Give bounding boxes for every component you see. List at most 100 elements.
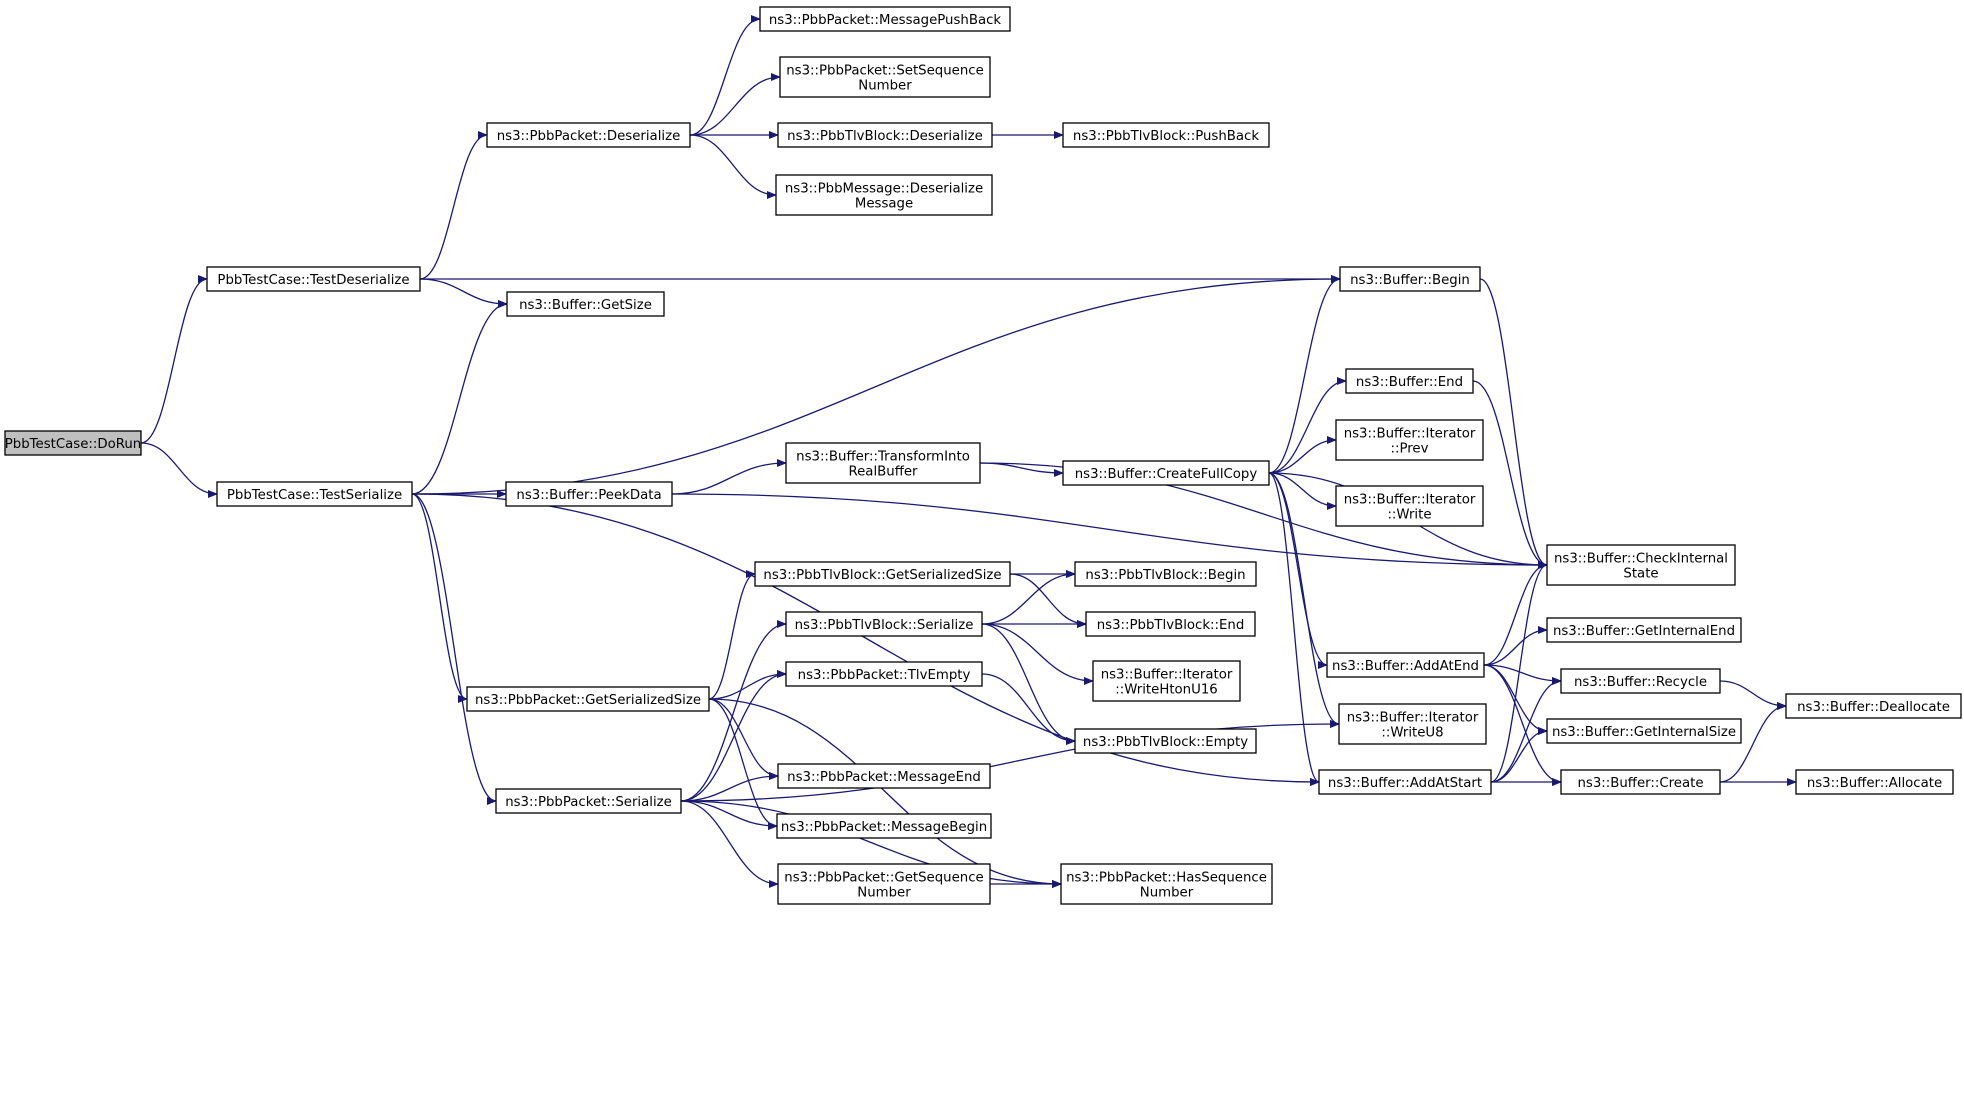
edge-tlvser-to-tlvbegin xyxy=(981,570,1076,625)
node-bufcopy[interactable]: ns3::Buffer::CreateFullCopy xyxy=(1062,460,1270,486)
node-addatend[interactable]: ns3::Buffer::AddAtEnd xyxy=(1326,652,1485,678)
node-label: ns3::PbbPacket::HasSequence xyxy=(1066,871,1267,886)
node-label: Number xyxy=(857,886,911,901)
node-tlvempty[interactable]: ns3::PbbTlvBlock::Empty xyxy=(1074,728,1257,754)
node-testdeser[interactable]: PbbTestCase::TestDeserialize xyxy=(206,266,421,292)
edge-addatend-to-create xyxy=(1483,664,1562,786)
node-box xyxy=(1335,485,1484,527)
node-box xyxy=(1085,611,1256,637)
node-label: ns3::PbbPacket::SetSequence xyxy=(786,64,984,79)
node-tlvser[interactable]: ns3::PbbTlvBlock::Serialize xyxy=(785,611,983,637)
node-addatstart[interactable]: ns3::Buffer::AddAtStart xyxy=(1318,769,1492,795)
node-box xyxy=(785,611,983,637)
node-itwrite[interactable]: ns3::Buffer::Iterator::Write xyxy=(1335,485,1484,527)
node-bufpeek[interactable]: ns3::Buffer::PeekData xyxy=(505,481,673,507)
node-tlvgetsize[interactable]: ns3::PbbTlvBlock::GetSerializedSize xyxy=(754,561,1011,587)
node-box xyxy=(777,863,991,905)
node-bufend[interactable]: ns3::Buffer::End xyxy=(1345,368,1474,394)
edge-pktser-to-pkttlvempty xyxy=(680,670,787,802)
node-bufbegin[interactable]: ns3::Buffer::Begin xyxy=(1339,266,1481,292)
edge-pktgetsize-to-pkttlvempty xyxy=(708,670,787,700)
node-itwriteu8[interactable]: ns3::Buffer::Iterator::WriteU8 xyxy=(1338,703,1487,745)
node-pktgetsize[interactable]: ns3::PbbPacket::GetSerializedSize xyxy=(466,686,710,712)
node-tlvpush[interactable]: ns3::PbbTlvBlock::PushBack xyxy=(1062,122,1270,148)
node-label: ns3::PbbTlvBlock::Serialize xyxy=(795,618,974,633)
node-label: Number xyxy=(1140,886,1194,901)
node-label: ns3::Buffer::Begin xyxy=(1350,273,1470,288)
node-getintend[interactable]: ns3::Buffer::GetInternalEnd xyxy=(1546,617,1742,643)
node-label: ns3::PbbMessage::Deserialize xyxy=(785,182,983,197)
node-recycle[interactable]: ns3::Buffer::Recycle xyxy=(1560,668,1721,694)
node-label: ns3::Buffer::CheckInternal xyxy=(1554,552,1728,567)
node-box xyxy=(206,266,421,292)
node-label: ns3::PbbTlvBlock::PushBack xyxy=(1073,129,1259,144)
node-dealloc[interactable]: ns3::Buffer::Deallocate xyxy=(1785,693,1962,719)
node-itprev[interactable]: ns3::Buffer::Iterator::Prev xyxy=(1335,419,1484,461)
edge-addatstart-to-recycle xyxy=(1490,677,1562,783)
edge-bufcopy-to-bufend xyxy=(1268,377,1347,474)
node-tlvbegin[interactable]: ns3::PbbTlvBlock::Begin xyxy=(1074,561,1257,587)
edge-pktgetsize-to-hasseq xyxy=(708,698,1062,888)
node-box xyxy=(1338,703,1487,745)
node-label: ns3::Buffer::TransformInto xyxy=(796,450,970,465)
node-box xyxy=(785,661,983,687)
node-label: ns3::Buffer::Allocate xyxy=(1807,776,1942,791)
node-alloc[interactable]: ns3::Buffer::Allocate xyxy=(1795,769,1954,795)
node-label: ns3::Buffer::CreateFullCopy xyxy=(1075,467,1258,482)
node-dorun[interactable]: PbbTestCase::DoRun xyxy=(4,430,142,456)
node-pktser[interactable]: ns3::PbbPacket::Serialize xyxy=(495,788,682,814)
node-box xyxy=(1335,419,1484,461)
node-box xyxy=(1092,660,1241,702)
node-tlvdeser[interactable]: ns3::PbbTlvBlock::Deserialize xyxy=(777,122,993,148)
edge-create-to-dealloc xyxy=(1719,702,1787,783)
edge-pktdeser-to-msgpush xyxy=(689,15,761,136)
node-label: ns3::PbbTlvBlock::GetSerializedSize xyxy=(763,568,1001,583)
node-msgbegin[interactable]: ns3::PbbPacket::MessageBegin xyxy=(776,813,992,839)
node-label: ns3::Buffer::Iterator xyxy=(1344,427,1476,442)
node-box xyxy=(466,686,710,712)
edge-testdeser-to-bufgetsize xyxy=(419,278,508,308)
edge-addatend-to-recycle xyxy=(1483,664,1562,685)
edge-pktdeser-to-setseq xyxy=(689,73,781,136)
node-label: ns3::PbbPacket::Deserialize xyxy=(497,129,681,144)
edge-pktgetsize-to-msgbegin xyxy=(708,698,778,830)
node-label: ::Write xyxy=(1387,508,1431,523)
node-box xyxy=(216,481,413,507)
node-label: ns3::Buffer::Deallocate xyxy=(1797,700,1950,715)
node-box xyxy=(1546,718,1742,744)
node-msgend[interactable]: ns3::PbbPacket::MessageEnd xyxy=(777,763,991,789)
node-label: ns3::Buffer::AddAtStart xyxy=(1328,776,1482,791)
node-box xyxy=(1074,728,1257,754)
node-box xyxy=(1318,769,1492,795)
node-create[interactable]: ns3::Buffer::Create xyxy=(1560,769,1721,795)
node-box xyxy=(776,813,992,839)
node-pkttlvempty[interactable]: ns3::PbbPacket::TlvEmpty xyxy=(785,661,983,687)
edge-recycle-to-dealloc xyxy=(1719,680,1787,710)
node-pktdeser[interactable]: ns3::PbbPacket::Deserialize xyxy=(486,122,691,148)
node-tlvend[interactable]: ns3::PbbTlvBlock::End xyxy=(1085,611,1256,637)
node-box xyxy=(779,56,991,98)
node-label: ns3::Buffer::GetSize xyxy=(519,298,652,313)
node-label: ns3::PbbTlvBlock::Empty xyxy=(1083,735,1248,750)
node-box xyxy=(1560,769,1721,795)
node-box xyxy=(4,430,142,456)
node-msgpush[interactable]: ns3::PbbPacket::MessagePushBack xyxy=(759,6,1011,32)
node-getintsize[interactable]: ns3::Buffer::GetInternalSize xyxy=(1546,718,1742,744)
node-label: ns3::PbbPacket::Serialize xyxy=(505,795,672,810)
node-itwritehton[interactable]: ns3::Buffer::Iterator::WriteHtonU16 xyxy=(1092,660,1241,702)
node-label: ::Prev xyxy=(1391,442,1429,457)
node-testser[interactable]: PbbTestCase::TestSerialize xyxy=(216,481,413,507)
edge-tlvgetsize-to-tlvend xyxy=(1009,573,1087,628)
edge-pktser-to-msgbegin xyxy=(680,800,778,830)
node-box xyxy=(495,788,682,814)
edge-testser-to-bufgetsize xyxy=(411,300,508,495)
edge-addatstart-to-getintsize xyxy=(1490,727,1548,783)
node-label: ns3::PbbTlvBlock::Begin xyxy=(1085,568,1245,583)
node-bufgetsize[interactable]: ns3::Buffer::GetSize xyxy=(506,291,665,317)
